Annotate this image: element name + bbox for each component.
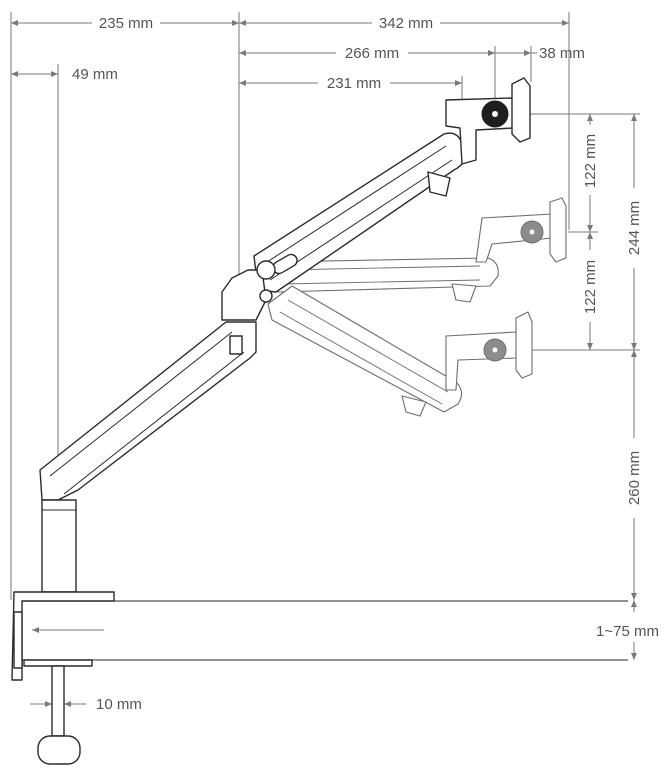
label-38mm: 38 mm bbox=[539, 45, 585, 62]
label-235mm: 235 mm bbox=[99, 15, 153, 32]
mount-pole bbox=[41, 499, 77, 593]
desk-edge bbox=[20, 600, 628, 661]
label-231mm: 231 mm bbox=[327, 75, 381, 92]
ghost-arm-low bbox=[267, 285, 533, 417]
label-342mm: 342 mm bbox=[379, 15, 433, 32]
label-244mm: 244 mm bbox=[626, 201, 643, 255]
ghost-arm-mid bbox=[269, 197, 567, 303]
label-266mm: 266 mm bbox=[345, 45, 399, 62]
label-122mm-upper: 122 mm bbox=[582, 134, 599, 188]
elbow-joint bbox=[221, 260, 276, 321]
label-49mm: 49 mm bbox=[72, 66, 118, 83]
top-head bbox=[445, 77, 531, 165]
lower-arm bbox=[39, 321, 257, 501]
label-122mm-lower: 122 mm bbox=[582, 260, 599, 314]
dimension-labels: 235 mm 342 mm 266 mm 38 mm 231 mm 49 mm … bbox=[72, 15, 659, 713]
label-260mm: 260 mm bbox=[626, 451, 643, 505]
label-10mm: 10 mm bbox=[96, 696, 142, 713]
label-1-75mm: 1~75 mm bbox=[596, 623, 659, 640]
dimension-lines bbox=[10, 12, 640, 716]
desk-clamp bbox=[11, 591, 115, 765]
